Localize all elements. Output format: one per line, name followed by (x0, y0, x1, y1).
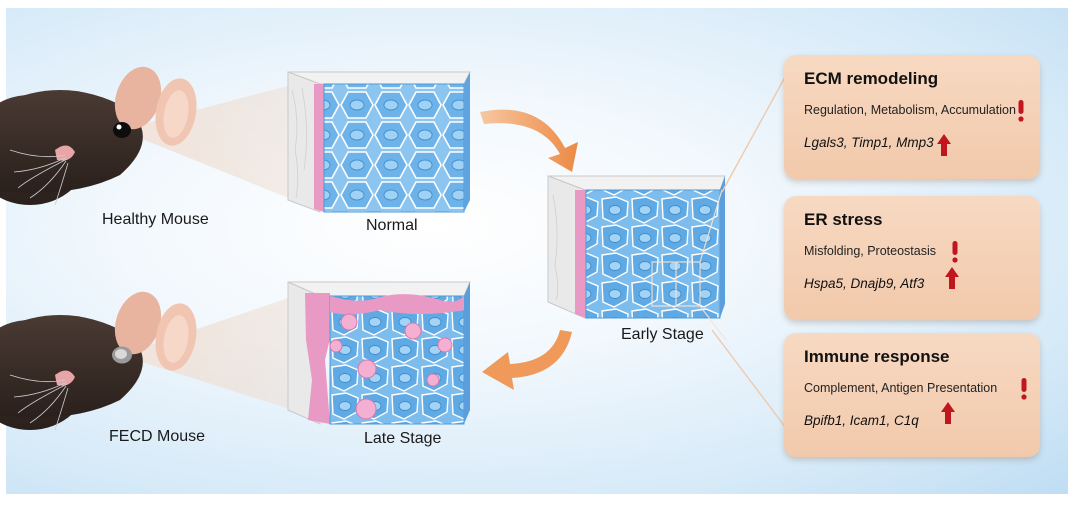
connector-lines (711, 67, 796, 441)
up-arrow-icon (941, 402, 955, 424)
panel-title: ECM remodeling (804, 69, 939, 88)
er-stress-panel: ER stress Misfolding, Proteostasis Hspa5… (784, 196, 1040, 320)
ecm-remodeling-panel: ECM remodeling Regulation, Metabolism, A… (784, 55, 1040, 179)
pink-vesicle (355, 398, 377, 420)
normal-label: Normal (366, 217, 418, 234)
early-stage-label: Early Stage (621, 326, 704, 343)
exclamation-icon (952, 241, 958, 263)
progression-arrow-early-to-late (482, 330, 572, 390)
exclamation-icon (1021, 378, 1027, 400)
normal-tissue-block (287, 71, 471, 213)
panel-description: Complement, Antigen Presentation (804, 381, 998, 395)
pink-vesicle (340, 313, 358, 331)
fecd-mouse-label: FECD Mouse (109, 428, 206, 445)
panel-genes: Bpifb1, Icam1, C1q (804, 413, 919, 428)
healthy-mouse-illustration (0, 66, 197, 206)
panel-genes: Lgals3, Timp1, Mmp3 (804, 135, 934, 150)
fecd-mouse-illustration (0, 291, 197, 431)
exclamation-icon (1018, 100, 1024, 122)
panel-title: Immune response (804, 347, 950, 366)
panel-description: Regulation, Metabolism, Accumulation (804, 103, 1016, 117)
projection-cone-bottom (120, 288, 318, 418)
progression-arrow-normal-to-early (480, 109, 578, 172)
pink-vesicle (426, 373, 440, 387)
up-arrow-icon (945, 267, 959, 289)
pink-vesicle (357, 359, 377, 379)
pink-vesicle (404, 322, 422, 340)
panel-title: ER stress (804, 210, 883, 229)
pink-vesicle (437, 337, 453, 353)
panel-genes: Hspa5, Dnajb9, Atf3 (804, 276, 925, 291)
panel-description: Misfolding, Proteostasis (804, 244, 937, 258)
up-arrow-icon (937, 134, 951, 156)
healthy-mouse-label: Healthy Mouse (102, 211, 209, 228)
immune-response-panel: Immune response Complement, Antigen Pres… (784, 333, 1040, 457)
projection-cone-top (120, 78, 318, 210)
pink-vesicle (329, 339, 343, 353)
late-stage-label: Late Stage (364, 430, 442, 447)
early-stage-tissue-block (547, 175, 727, 341)
